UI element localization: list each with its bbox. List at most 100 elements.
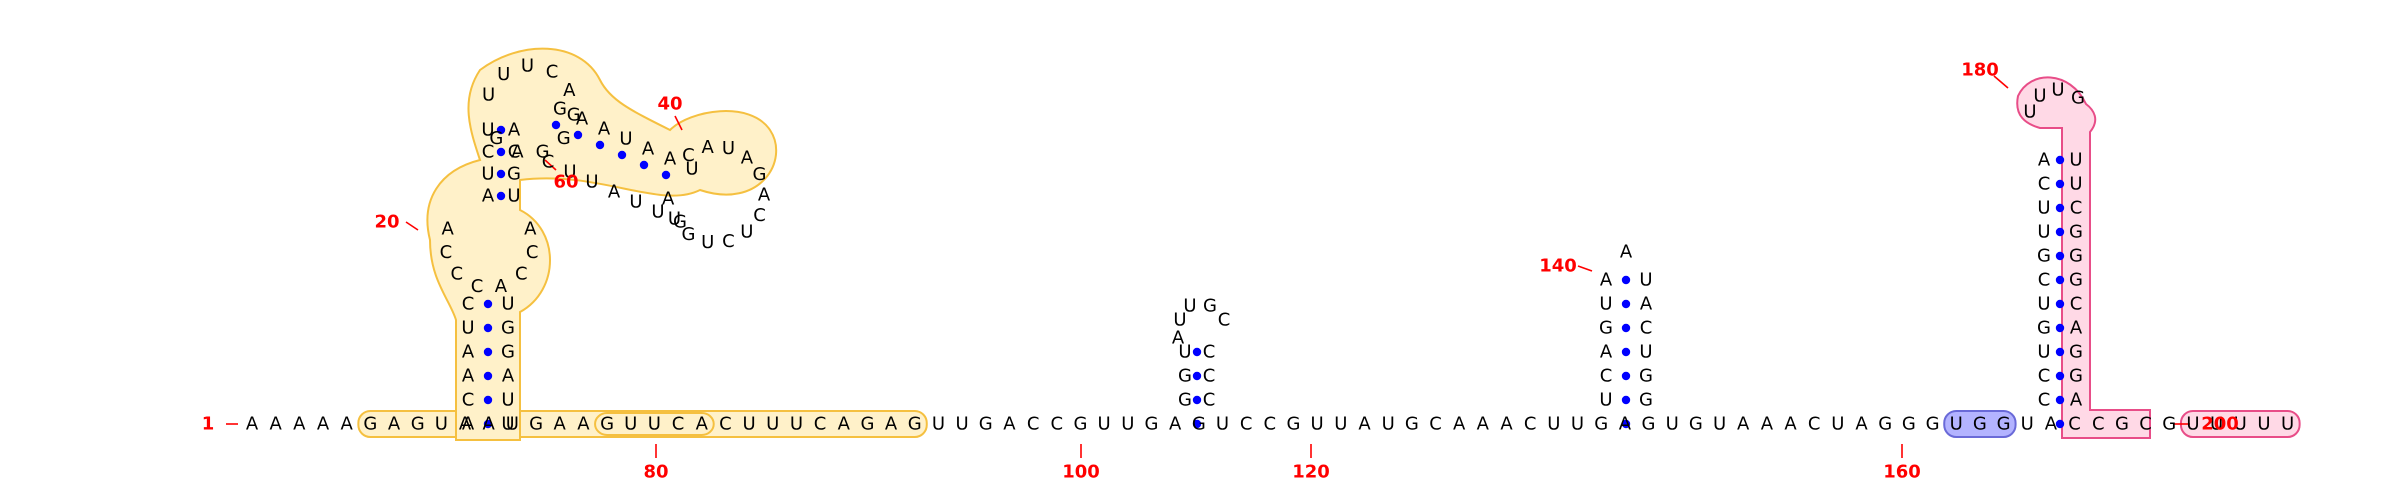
nucleotide: C <box>2070 294 2083 315</box>
nucleotide: A <box>341 414 354 435</box>
nucleotide: U <box>481 120 494 141</box>
nucleotide: C <box>2038 270 2051 291</box>
nucleotide: A <box>1477 414 1490 435</box>
highlight-structure-1 <box>426 47 778 441</box>
nucleotide: U <box>648 414 661 435</box>
position-label-200: 200 <box>2201 414 2239 435</box>
base-pair-dot <box>483 395 493 405</box>
nucleotide: U <box>507 186 520 207</box>
nucleotide: G <box>979 414 993 435</box>
nucleotide: A <box>642 139 655 160</box>
base-pair-dot <box>1621 275 1631 285</box>
nucleotide: G <box>2069 342 2083 363</box>
nucleotide: C <box>1264 414 1277 435</box>
base-pair-dot <box>2055 155 2065 165</box>
nucleotide: U <box>435 414 448 435</box>
nucleotide: C <box>482 142 495 163</box>
nucleotide: U <box>501 414 514 435</box>
nucleotide: U <box>790 414 803 435</box>
nucleotide: G <box>1973 414 1987 435</box>
nucleotide: A <box>1453 414 1466 435</box>
nucleotide: G <box>1689 414 1703 435</box>
position-label-80: 80 <box>643 462 668 483</box>
nucleotide: U <box>2023 102 2036 123</box>
base-pair-dot <box>2055 347 2065 357</box>
nucleotide: U <box>585 172 598 193</box>
nucleotide: C <box>1218 310 1231 331</box>
nucleotide: U <box>1547 414 1560 435</box>
position-label-40: 40 <box>657 94 682 115</box>
nucleotide: U <box>1098 414 1111 435</box>
nucleotide: G <box>2069 222 2083 243</box>
nucleotide: A <box>270 414 283 435</box>
nucleotide: A <box>1784 414 1797 435</box>
nucleotide: U <box>2234 414 2247 435</box>
nucleotide: C <box>814 414 827 435</box>
base-pair-dot <box>2055 323 2065 333</box>
nucleotide: A <box>1500 414 1513 435</box>
position-label-180: 180 <box>1961 60 1999 81</box>
nucleotide: A <box>1619 414 1632 435</box>
nucleotide: G <box>567 105 581 126</box>
nucleotide: C <box>719 414 732 435</box>
position-label-160: 160 <box>1883 462 1921 483</box>
nucleotide: G <box>908 414 922 435</box>
base-pair-dot <box>2055 251 2065 261</box>
nucleotide: U <box>2037 342 2050 363</box>
nucleotide: G <box>1178 366 1192 387</box>
nucleotide: C <box>440 242 453 263</box>
nucleotide: C <box>682 145 695 166</box>
nucleotide: A <box>482 186 495 207</box>
nucleotide: U <box>521 56 534 77</box>
nucleotide: A <box>462 366 475 387</box>
nucleotide: U <box>2037 198 2050 219</box>
nucleotide: C <box>515 263 528 284</box>
nucleotide: C <box>450 263 463 284</box>
base-pair-dot <box>617 150 627 160</box>
base-pair-dot <box>2055 419 2065 429</box>
nucleotide: A <box>598 119 611 140</box>
nucleotide: C <box>2092 414 2105 435</box>
nucleotide: G <box>2115 414 2129 435</box>
nucleotide: C <box>722 231 735 252</box>
nucleotide: U <box>722 138 735 159</box>
nucleotide: U <box>461 318 474 339</box>
nucleotide: A <box>1620 242 1633 263</box>
nucleotide: C <box>2038 366 2051 387</box>
base-pair-dot <box>2055 203 2065 213</box>
highlight-guuca <box>594 412 715 436</box>
nucleotide: A <box>462 414 475 435</box>
base-pair-dot <box>2055 371 2065 381</box>
nucleotide: A <box>388 414 401 435</box>
nucleotide: A <box>563 80 576 101</box>
nucleotide: A <box>2045 414 2058 435</box>
base-pair-dot <box>496 191 506 201</box>
nucleotide: C <box>471 276 484 297</box>
nucleotide: U <box>2033 86 2046 107</box>
nucleotide: C <box>1524 414 1537 435</box>
nucleotide: C <box>1027 414 1040 435</box>
nucleotide: G <box>673 212 687 233</box>
position-label-1: 1 <box>202 414 215 435</box>
nucleotide: C <box>1640 318 1653 339</box>
nucleotide: U <box>1639 342 1652 363</box>
nucleotide: C <box>1429 414 1442 435</box>
nucleotide: G <box>2069 270 2083 291</box>
nucleotide: U <box>2037 222 2050 243</box>
nucleotide: A <box>495 276 508 297</box>
nucleotide: U <box>501 390 514 411</box>
nucleotide: G <box>507 164 521 185</box>
nucleotide: G <box>753 164 767 185</box>
nucleotide: A <box>577 414 590 435</box>
nucleotide: A <box>758 185 771 206</box>
nucleotide: C <box>462 390 475 411</box>
nucleotide: A <box>885 414 898 435</box>
nucleotide: A <box>462 342 475 363</box>
nucleotide: A <box>441 218 454 239</box>
nucleotide: U <box>1571 414 1584 435</box>
nucleotide: A <box>1761 414 1774 435</box>
nucleotide: U <box>506 414 519 435</box>
nucleotide: U <box>2069 174 2082 195</box>
nucleotide: G <box>1639 390 1653 411</box>
